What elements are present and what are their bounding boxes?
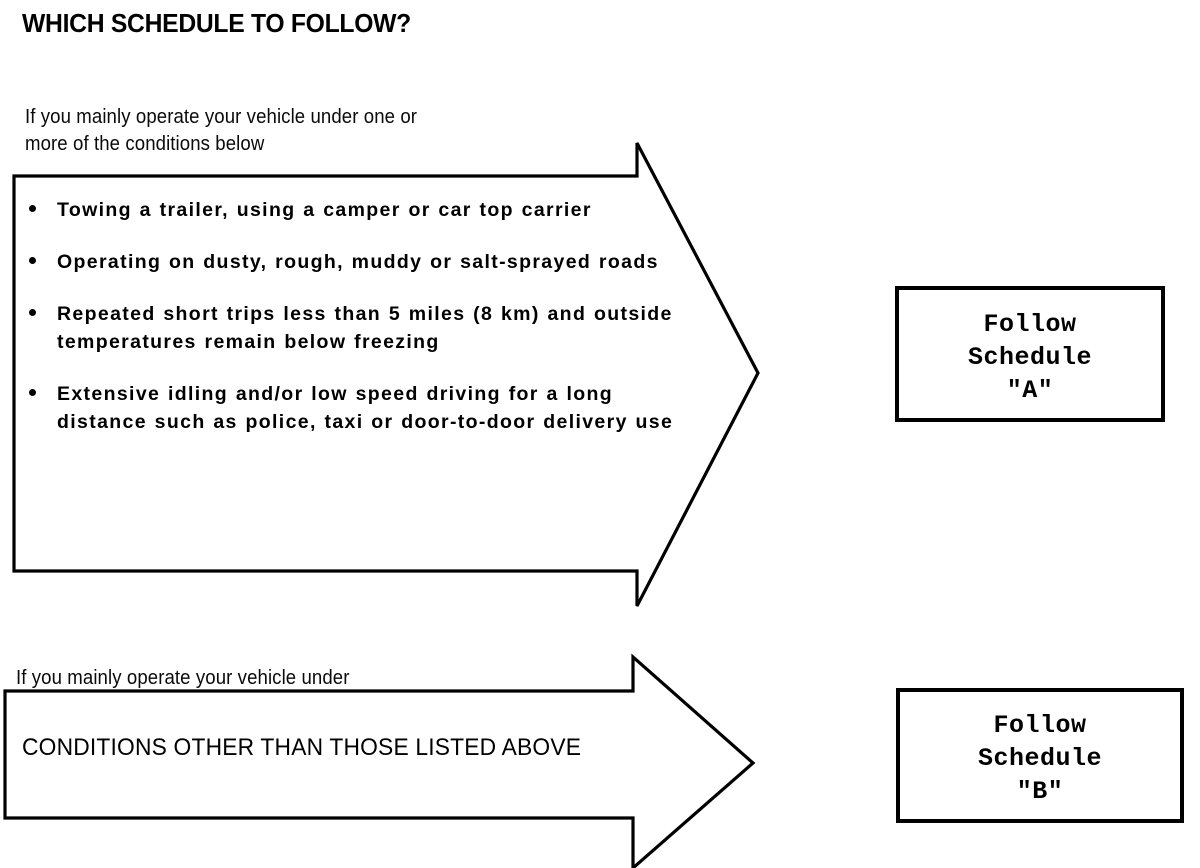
page-title: WHICH SCHEDULE TO FOLLOW? bbox=[22, 8, 411, 39]
condition-text: Towing a trailer, using a camper or car … bbox=[57, 199, 592, 221]
list-item: Operating on dusty, rough, muddy or salt… bbox=[26, 248, 686, 276]
follow-schedule-a-box: Follow Schedule "A" bbox=[895, 286, 1165, 422]
bottom-branch-intro-text: If you mainly operate your vehicle under bbox=[16, 667, 350, 689]
other-conditions-text: CONDITIONS OTHER THAN THOSE LISTED ABOVE bbox=[22, 734, 582, 761]
severe-conditions-list: Towing a trailer, using a camper or car … bbox=[26, 196, 686, 436]
list-item: Towing a trailer, using a camper or car … bbox=[26, 196, 686, 224]
bullet-icon bbox=[29, 205, 36, 212]
list-item: Repeated short trips less than 5 miles (… bbox=[26, 300, 686, 356]
bullet-icon bbox=[29, 257, 36, 264]
follow-schedule-b-box: Follow Schedule "B" bbox=[896, 688, 1184, 823]
bullet-icon bbox=[29, 389, 36, 396]
top-branch-intro-text: If you mainly operate your vehicle under… bbox=[25, 106, 418, 155]
condition-text: Repeated short trips less than 5 miles (… bbox=[57, 303, 673, 353]
condition-text: Operating on dusty, rough, muddy or salt… bbox=[57, 251, 659, 273]
bullet-icon bbox=[29, 309, 36, 316]
condition-text: Extensive idling and/or low speed drivin… bbox=[57, 383, 674, 433]
list-item: Extensive idling and/or low speed drivin… bbox=[26, 380, 686, 436]
